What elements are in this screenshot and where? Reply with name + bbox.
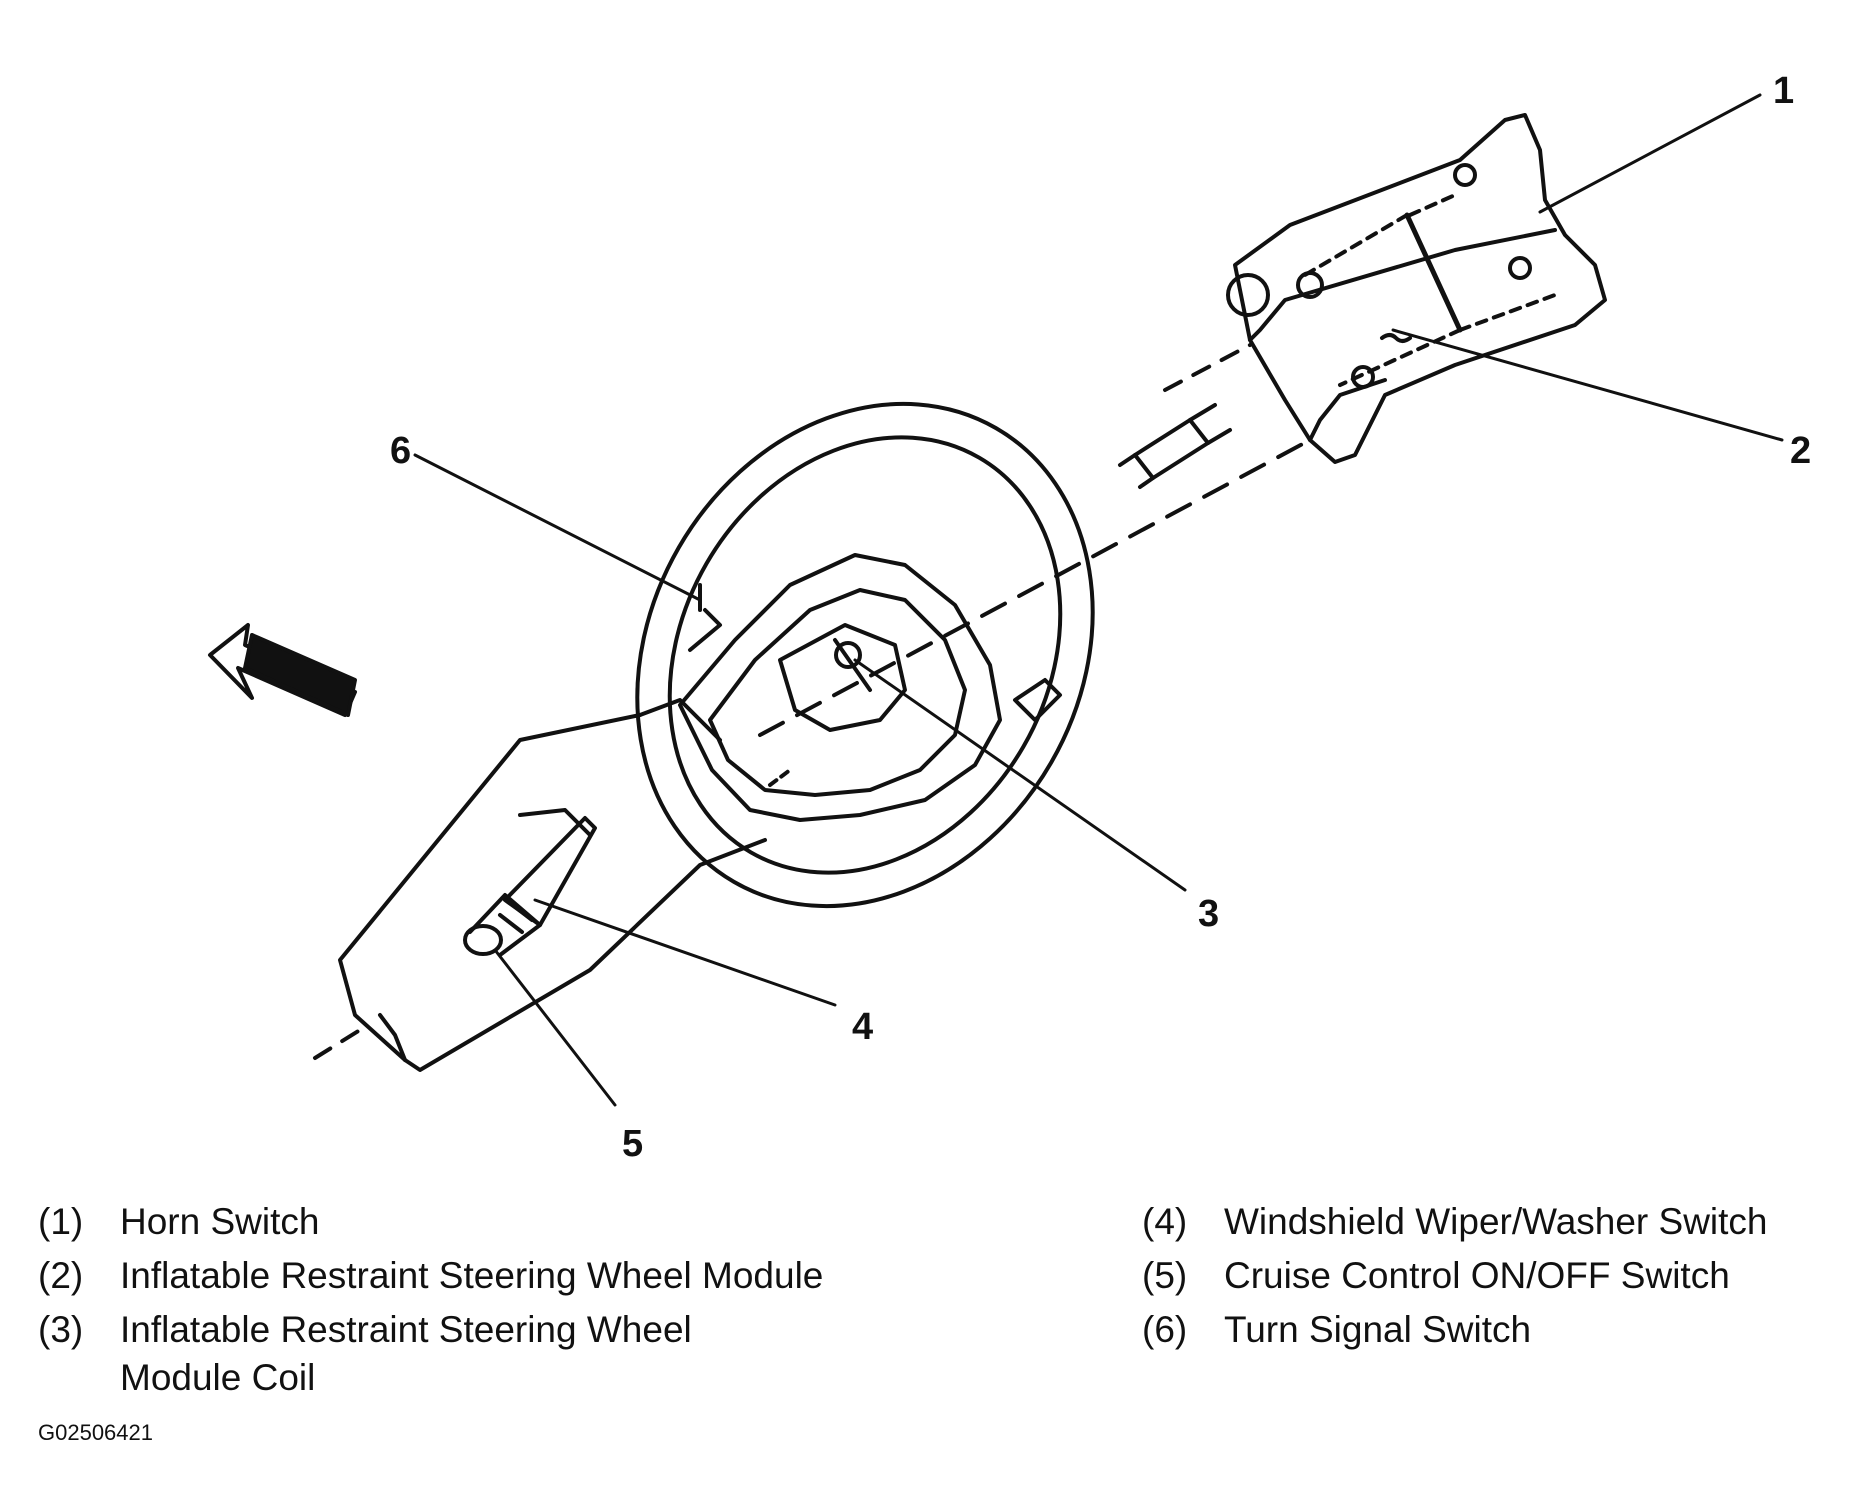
figure-id: G02506421 [38,1420,153,1445]
legend-number: (3) [38,1309,84,1350]
legend-left: (1) Horn Switch (2) Inflatable Restraint… [38,1198,918,1408]
legend-right: (4) Windshield Wiper/Washer Switch (5) C… [1142,1198,1842,1360]
legend-label: Windshield Wiper/Washer Switch [1224,1201,1768,1242]
leader-lines [413,93,1784,1107]
legend-number: (2) [38,1255,84,1296]
legend-label: Horn Switch [120,1201,320,1242]
legend-label: Inflatable Restraint Steering Wheel Modu… [120,1309,692,1398]
multifunction-lever [463,816,597,957]
legend-item: (3) Inflatable Restraint Steering Wheel … [38,1306,918,1402]
callout-2: 2 [1790,430,1812,472]
legend-number: (4) [1142,1201,1188,1242]
steering-column-illustration [208,93,1784,1107]
connector [1118,403,1232,489]
callout-4: 4 [852,1006,874,1048]
callout-3: 3 [1198,893,1220,935]
steering-column [313,698,767,1072]
legend-item: (1) Horn Switch [38,1198,918,1246]
legend-item: (2) Inflatable Restraint Steering Wheel … [38,1252,918,1300]
steering-wheel [635,401,1095,909]
airbag-module [1226,113,1607,464]
legend-number: (6) [1142,1309,1188,1350]
callout-1: 1 [1773,70,1795,112]
direction-arrow-icon [208,623,357,717]
legend-label: Cruise Control ON/OFF Switch [1224,1255,1730,1296]
legend-label: Inflatable Restraint Steering Wheel Modu… [120,1255,824,1296]
legend-item: (5) Cruise Control ON/OFF Switch [1142,1252,1842,1300]
callout-6: 6 [390,430,412,472]
legend-number: (5) [1142,1255,1188,1296]
callout-5: 5 [622,1123,644,1165]
legend-item: (4) Windshield Wiper/Washer Switch [1142,1198,1842,1246]
legend-label: Turn Signal Switch [1224,1309,1532,1350]
legend-number: (1) [38,1201,84,1242]
legend-item: (6) Turn Signal Switch [1142,1306,1842,1354]
